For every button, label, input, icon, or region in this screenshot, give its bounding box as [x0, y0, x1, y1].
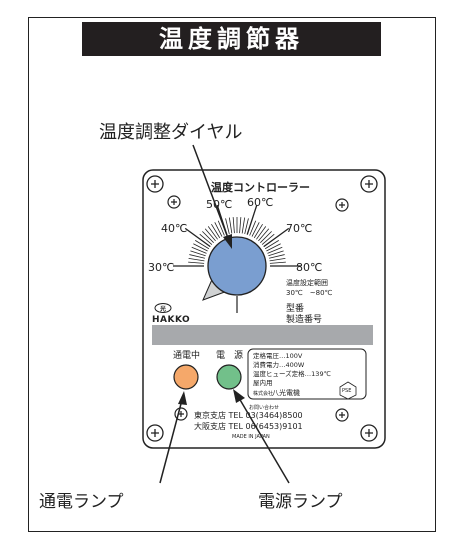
spec-indoor: 屋内用 — [253, 378, 273, 387]
temperature-dial[interactable] — [207, 236, 267, 296]
hakko-logo: 光 HAKKO — [152, 303, 190, 325]
source-lamp-callout-label: 電源ランプ — [258, 492, 343, 512]
spec-power: 消費電力…400W — [253, 360, 305, 369]
svg-text:HAKKO: HAKKO — [152, 315, 190, 325]
model-label: 型番 — [286, 302, 304, 314]
dial-scale-tick — [258, 228, 270, 242]
dial-label-70: 70℃ — [286, 222, 312, 235]
power-lamp-callout-arrow — [159, 391, 187, 484]
dial-scale-tick — [267, 246, 283, 254]
figure-frame: 温度調節器 — [28, 17, 436, 532]
screw-top-left-icon — [146, 175, 164, 193]
title-banner: 温度調節器 — [82, 22, 381, 56]
dial-scale-tick — [217, 220, 225, 236]
made-in-label: MADE IN JAPAN — [232, 434, 270, 440]
contact-header: お問い合わせ — [249, 404, 279, 411]
dial-scale-tick — [190, 250, 206, 257]
maker-name: 八光電機 — [272, 388, 300, 397]
source-lamp-callout-arrow — [233, 389, 290, 484]
panel-header: 温度コントローラー — [211, 180, 310, 194]
dial-scale-tick — [214, 222, 223, 237]
maker-prefix: 株式会社 — [253, 390, 273, 397]
pse-mark-icon: PSE — [339, 381, 357, 400]
dial-callout-label: 温度調整ダイヤル — [99, 122, 242, 143]
dial-callout-arrow — [192, 144, 232, 249]
serial-label: 製造番号 — [286, 313, 322, 325]
dial-scale-tick — [207, 226, 218, 240]
dial-scale-tick — [239, 217, 242, 234]
dial-scale-tick — [202, 231, 214, 243]
dial-scale-tick — [225, 218, 230, 235]
blank-label-band — [152, 325, 373, 345]
dial-label-80: 80℃ — [296, 261, 322, 274]
dial-scale-tick — [199, 233, 213, 245]
screw-bottom-left-icon — [146, 424, 164, 442]
dial-scale-tick — [211, 224, 221, 239]
dial-scale-tick — [266, 243, 281, 252]
screw-bottom-right-icon — [360, 424, 378, 442]
dial-scale-tick — [261, 233, 275, 245]
power-lamp — [173, 364, 199, 390]
dial-label-50: 50℃ — [206, 198, 232, 211]
dial-scale-tick — [263, 227, 290, 248]
dial-scale-tick — [269, 257, 286, 262]
dial-label-30: 30℃ — [148, 261, 174, 274]
source-lamp — [216, 364, 242, 390]
spec-fuse: 温度ヒューズ定格…139℃ — [253, 369, 331, 378]
specs-box — [247, 348, 367, 400]
dial-scale-tick — [264, 240, 279, 250]
dial-scale-tick — [249, 220, 257, 236]
dial-scale-tick — [191, 246, 207, 254]
lamp-power-label: 通電中 — [173, 349, 200, 361]
dial-scale-tick — [256, 226, 267, 240]
dial-scale-tick — [269, 261, 286, 264]
dial-scale-tick — [204, 228, 216, 242]
dial-scale-tick — [241, 217, 246, 234]
range-value: 30℃ ~80℃ — [286, 289, 333, 297]
svg-text:PSE: PSE — [342, 388, 351, 394]
dial-scale-tick — [193, 243, 208, 252]
dial-scale-tick — [188, 261, 205, 264]
dial-scale-tick — [232, 217, 235, 234]
spec-voltage: 定格電圧…100V — [253, 351, 303, 360]
mount-hole-top-left-icon — [167, 195, 181, 209]
dial-scale-tick — [189, 254, 206, 259]
dial-scale-tick — [268, 254, 285, 259]
mount-hole-top-right-icon — [335, 198, 349, 212]
dial-scale-tick — [253, 224, 263, 239]
dial-scale-tick — [251, 222, 260, 237]
dial-scale-tick — [188, 257, 205, 262]
dial-scale-tick — [268, 250, 284, 257]
dial-label-60: 60℃ — [247, 196, 273, 209]
power-lamp-callout-label: 通電ランプ — [39, 492, 124, 512]
dial-scale-tick — [195, 240, 210, 250]
dial-scale-tick — [246, 204, 258, 235]
screw-top-right-icon — [360, 175, 378, 193]
dial-scale-ticks — [173, 204, 301, 267]
range-title: 温度設定範囲 — [286, 278, 328, 287]
osaka-branch-tel: 大阪支店 TEL 06(6453)9101 — [194, 421, 303, 431]
dial-scale-tick — [184, 227, 211, 248]
lamp-source-label: 電 源 — [216, 350, 243, 361]
dial-scale-tick — [244, 218, 249, 235]
dial-scale-tick — [260, 231, 272, 243]
dial-label-40: 40℃ — [161, 222, 187, 235]
dial-scale-tick — [228, 217, 233, 234]
svg-text:光: 光 — [159, 305, 166, 313]
mount-hole-bottom-right-icon — [335, 408, 349, 422]
